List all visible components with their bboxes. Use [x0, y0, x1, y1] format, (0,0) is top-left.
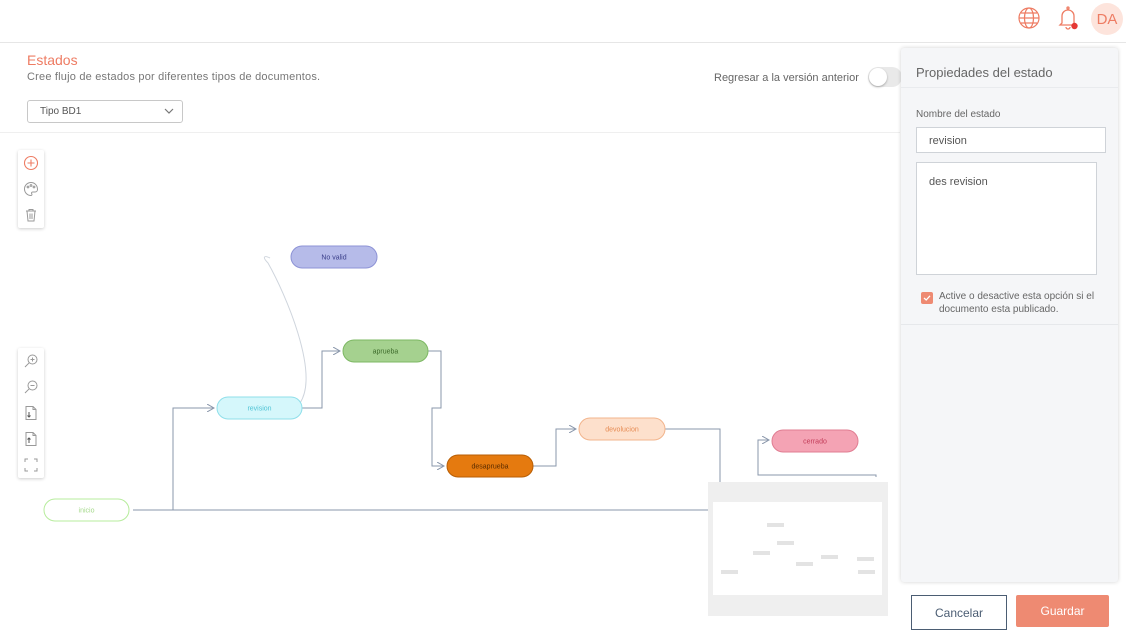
state-label-inicio: inicio [79, 508, 95, 515]
globe-icon[interactable] [1016, 5, 1042, 31]
document-type-select[interactable]: Tipo BD1 [27, 100, 183, 123]
avatar[interactable]: DA [1091, 3, 1123, 35]
previous-version-toggle[interactable] [868, 67, 902, 87]
state-node-aprueba[interactable]: aprueba [342, 339, 429, 363]
minimap-node [796, 562, 813, 566]
transitions [133, 256, 877, 511]
fit-screen-icon[interactable] [18, 452, 44, 478]
page-subtitle: Cree flujo de estados por diferentes tip… [27, 71, 321, 83]
toggle-label: Regresar a la versión anterior [714, 72, 859, 84]
state-label-novalid: No valid [321, 255, 346, 262]
state-node-desaprueba[interactable]: desaprueba [446, 454, 534, 478]
state-label-cerrado: cerrado [803, 439, 827, 446]
minimap-viewport [713, 502, 882, 595]
zoom-toolbox [18, 348, 44, 478]
state-node-novalid[interactable]: No valid [290, 245, 378, 269]
panel-divider [901, 324, 1118, 325]
page-title: Estados [27, 52, 78, 68]
transition-revision-novalid [263, 256, 307, 404]
transition-inicio-revision [133, 408, 214, 511]
zoom-in-icon[interactable] [18, 348, 44, 374]
state-label-devolucion: devolucion [605, 427, 639, 434]
minimap-node [777, 541, 794, 545]
cancel-button[interactable]: Cancelar [911, 595, 1007, 630]
chevron-down-icon [164, 106, 174, 119]
minimap-node [753, 551, 770, 555]
toggle-knob [869, 68, 887, 86]
state-label-revision: revision [247, 406, 271, 413]
transition-to-cerrado [757, 440, 877, 477]
minimap-node [858, 570, 875, 574]
transition-devolucion-down [665, 428, 721, 482]
state-label-desaprueba: desaprueba [472, 464, 509, 471]
transition-revision-aprueba [302, 351, 340, 409]
palette-icon[interactable] [18, 176, 44, 202]
minimap-node [767, 523, 784, 527]
trash-icon[interactable] [18, 202, 44, 228]
transition-desaprueba-devolucion [533, 429, 576, 467]
state-node-inicio[interactable]: inicio [43, 498, 130, 522]
published-checkbox[interactable] [921, 292, 933, 304]
state-name-input[interactable]: revision [916, 127, 1106, 153]
state-flow-canvas[interactable]: inicio revision No valid aprueba desapru… [0, 133, 900, 638]
state-description-textarea[interactable]: des revision [916, 162, 1097, 275]
state-name-label: Nombre del estado [916, 109, 1001, 120]
export-icon[interactable] [18, 426, 44, 452]
state-node-devolucion[interactable]: devolucion [578, 417, 666, 441]
panel-title: Propiedades del estado [901, 48, 1118, 88]
add-icon[interactable] [18, 150, 44, 176]
state-label-aprueba: aprueba [373, 349, 399, 356]
top-header: DA [0, 0, 1126, 43]
minimap-node [857, 557, 874, 561]
divider [0, 132, 900, 133]
published-checkbox-label: Active o desactive esta opción si el doc… [939, 291, 1095, 315]
minimap[interactable] [708, 482, 888, 616]
state-node-cerrado[interactable]: cerrado [771, 429, 859, 453]
bell-icon[interactable] [1055, 5, 1081, 31]
state-node-revision[interactable]: revision [216, 396, 303, 420]
save-button[interactable]: Guardar [1016, 595, 1109, 627]
import-icon[interactable] [18, 400, 44, 426]
transition-aprueba-desaprueba [428, 350, 444, 466]
zoom-out-icon[interactable] [18, 374, 44, 400]
document-type-value: Tipo BD1 [40, 106, 82, 117]
notification-dot [1071, 22, 1078, 30]
check-icon [923, 295, 931, 301]
minimap-node [821, 555, 838, 559]
edit-toolbox [18, 150, 44, 228]
minimap-node [721, 570, 738, 574]
state-properties-panel: Propiedades del estado Nombre del estado… [901, 48, 1118, 582]
